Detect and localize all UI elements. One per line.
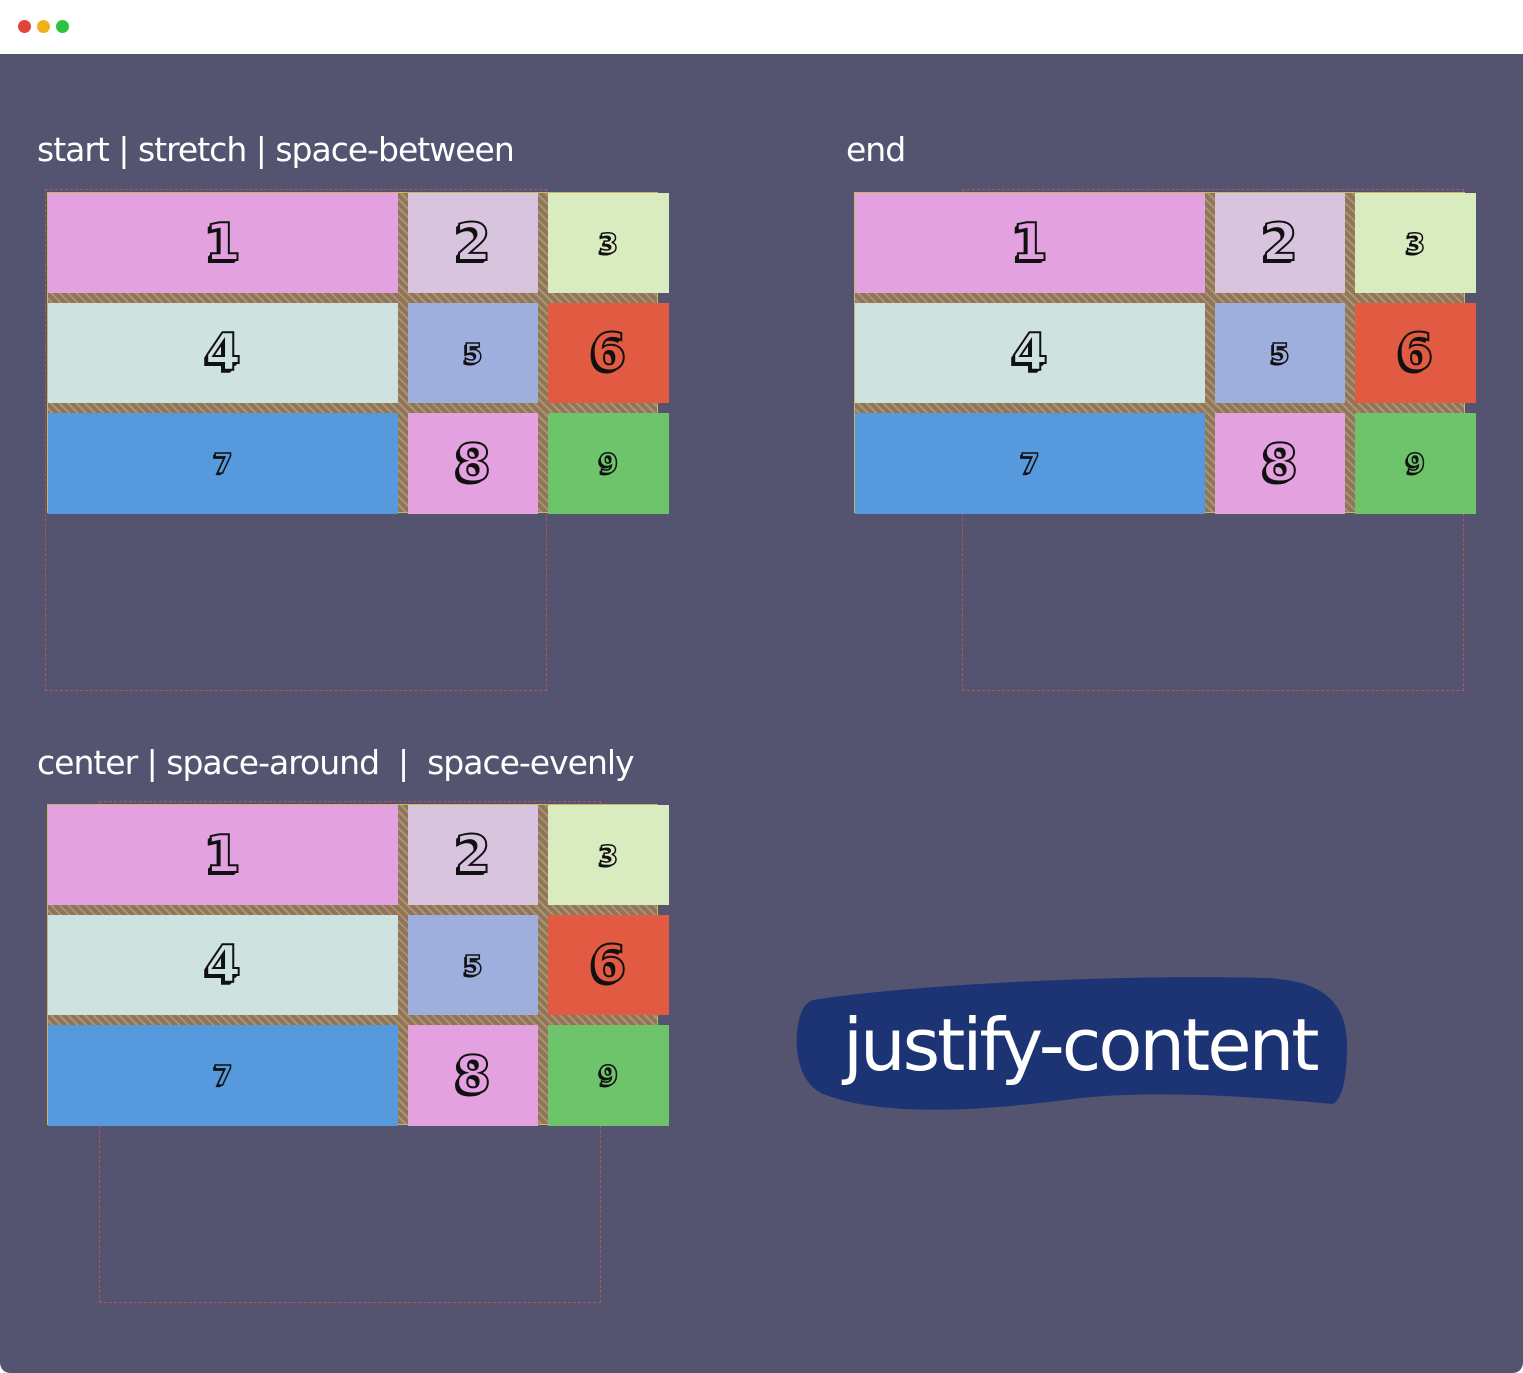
grid-item-7: 7 (48, 413, 398, 514)
grid-item-4: 4 (855, 303, 1205, 403)
grid-item-number: 4 (1011, 322, 1049, 384)
grid-item-6: 6 (548, 915, 669, 1015)
grid-center: 1 2 3 4 5 6 7 8 9 (47, 804, 669, 1126)
grid-item-number: 1 (1011, 212, 1049, 274)
grid-item-3: 3 (1355, 193, 1476, 293)
grid-item-2: 2 (408, 805, 538, 905)
title-badge-shape (796, 977, 1347, 1110)
grid-item-5: 5 (408, 303, 538, 403)
grid-item-4: 4 (48, 303, 398, 403)
grid-item-number: 5 (1269, 336, 1290, 371)
section-heading-center: center | space-around | space-evenly (37, 743, 635, 782)
minimize-button[interactable] (37, 20, 50, 33)
grid-item-number: 9 (598, 446, 619, 481)
grid-item-number: 5 (462, 948, 483, 983)
grid-item-number: 7 (212, 1058, 233, 1093)
grid-item-2: 2 (1215, 193, 1345, 293)
grid-item-5: 5 (408, 915, 538, 1015)
grid-item-number: 2 (1261, 212, 1299, 274)
grid-item-7: 7 (855, 413, 1205, 514)
grid-item-1: 1 (48, 193, 398, 293)
title-bar (0, 0, 1523, 54)
grid-item-number: 6 (589, 934, 627, 996)
grid-item-number: 4 (204, 934, 242, 996)
grid-end: 1 2 3 4 5 6 7 8 9 (854, 192, 1476, 514)
grid-item-9: 9 (548, 413, 669, 514)
page-canvas: start | stretch | space-between 1 2 3 4 5 6 7 8… (0, 54, 1523, 1373)
section-heading-end: end (846, 130, 906, 169)
grid-item-number: 5 (462, 336, 483, 371)
grid-item-number: 7 (212, 446, 233, 481)
grid-item-number: 9 (598, 1058, 619, 1093)
grid-item-number: 6 (1396, 322, 1434, 384)
grid-item-number: 3 (598, 226, 619, 261)
grid-item-9: 9 (548, 1025, 669, 1126)
grid-start: 1 2 3 4 5 6 7 8 9 (47, 192, 669, 514)
grid-item-1: 1 (855, 193, 1205, 293)
grid-item-number: 7 (1019, 446, 1040, 481)
grid-item-5: 5 (1215, 303, 1345, 403)
grid-item-6: 6 (1355, 303, 1476, 403)
grid-item-4: 4 (48, 915, 398, 1015)
maximize-button[interactable] (56, 20, 69, 33)
grid-item-8: 8 (408, 1025, 538, 1126)
grid-item-7: 7 (48, 1025, 398, 1126)
grid-item-3: 3 (548, 805, 669, 905)
grid-item-6: 6 (548, 303, 669, 403)
grid-item-2: 2 (408, 193, 538, 293)
grid-item-number: 3 (1405, 226, 1426, 261)
close-button[interactable] (18, 20, 31, 33)
grid-item-1: 1 (48, 805, 398, 905)
section-heading-start: start | stretch | space-between (37, 130, 515, 169)
grid-item-3: 3 (548, 193, 669, 293)
grid-item-number: 8 (454, 433, 492, 495)
grid-item-number: 9 (1405, 446, 1426, 481)
grid-item-number: 1 (204, 212, 242, 274)
grid-item-9: 9 (1355, 413, 1476, 514)
grid-item-number: 3 (598, 838, 619, 873)
grid-item-number: 6 (589, 322, 627, 384)
grid-item-number: 8 (1261, 433, 1299, 495)
grid-item-number: 4 (204, 322, 242, 384)
grid-item-number: 2 (454, 824, 492, 886)
title-badge-text: justify-content (843, 1003, 1319, 1087)
grid-item-number: 8 (454, 1045, 492, 1107)
grid-item-8: 8 (408, 413, 538, 514)
grid-item-number: 2 (454, 212, 492, 274)
grid-item-number: 1 (204, 824, 242, 886)
grid-item-8: 8 (1215, 413, 1345, 514)
